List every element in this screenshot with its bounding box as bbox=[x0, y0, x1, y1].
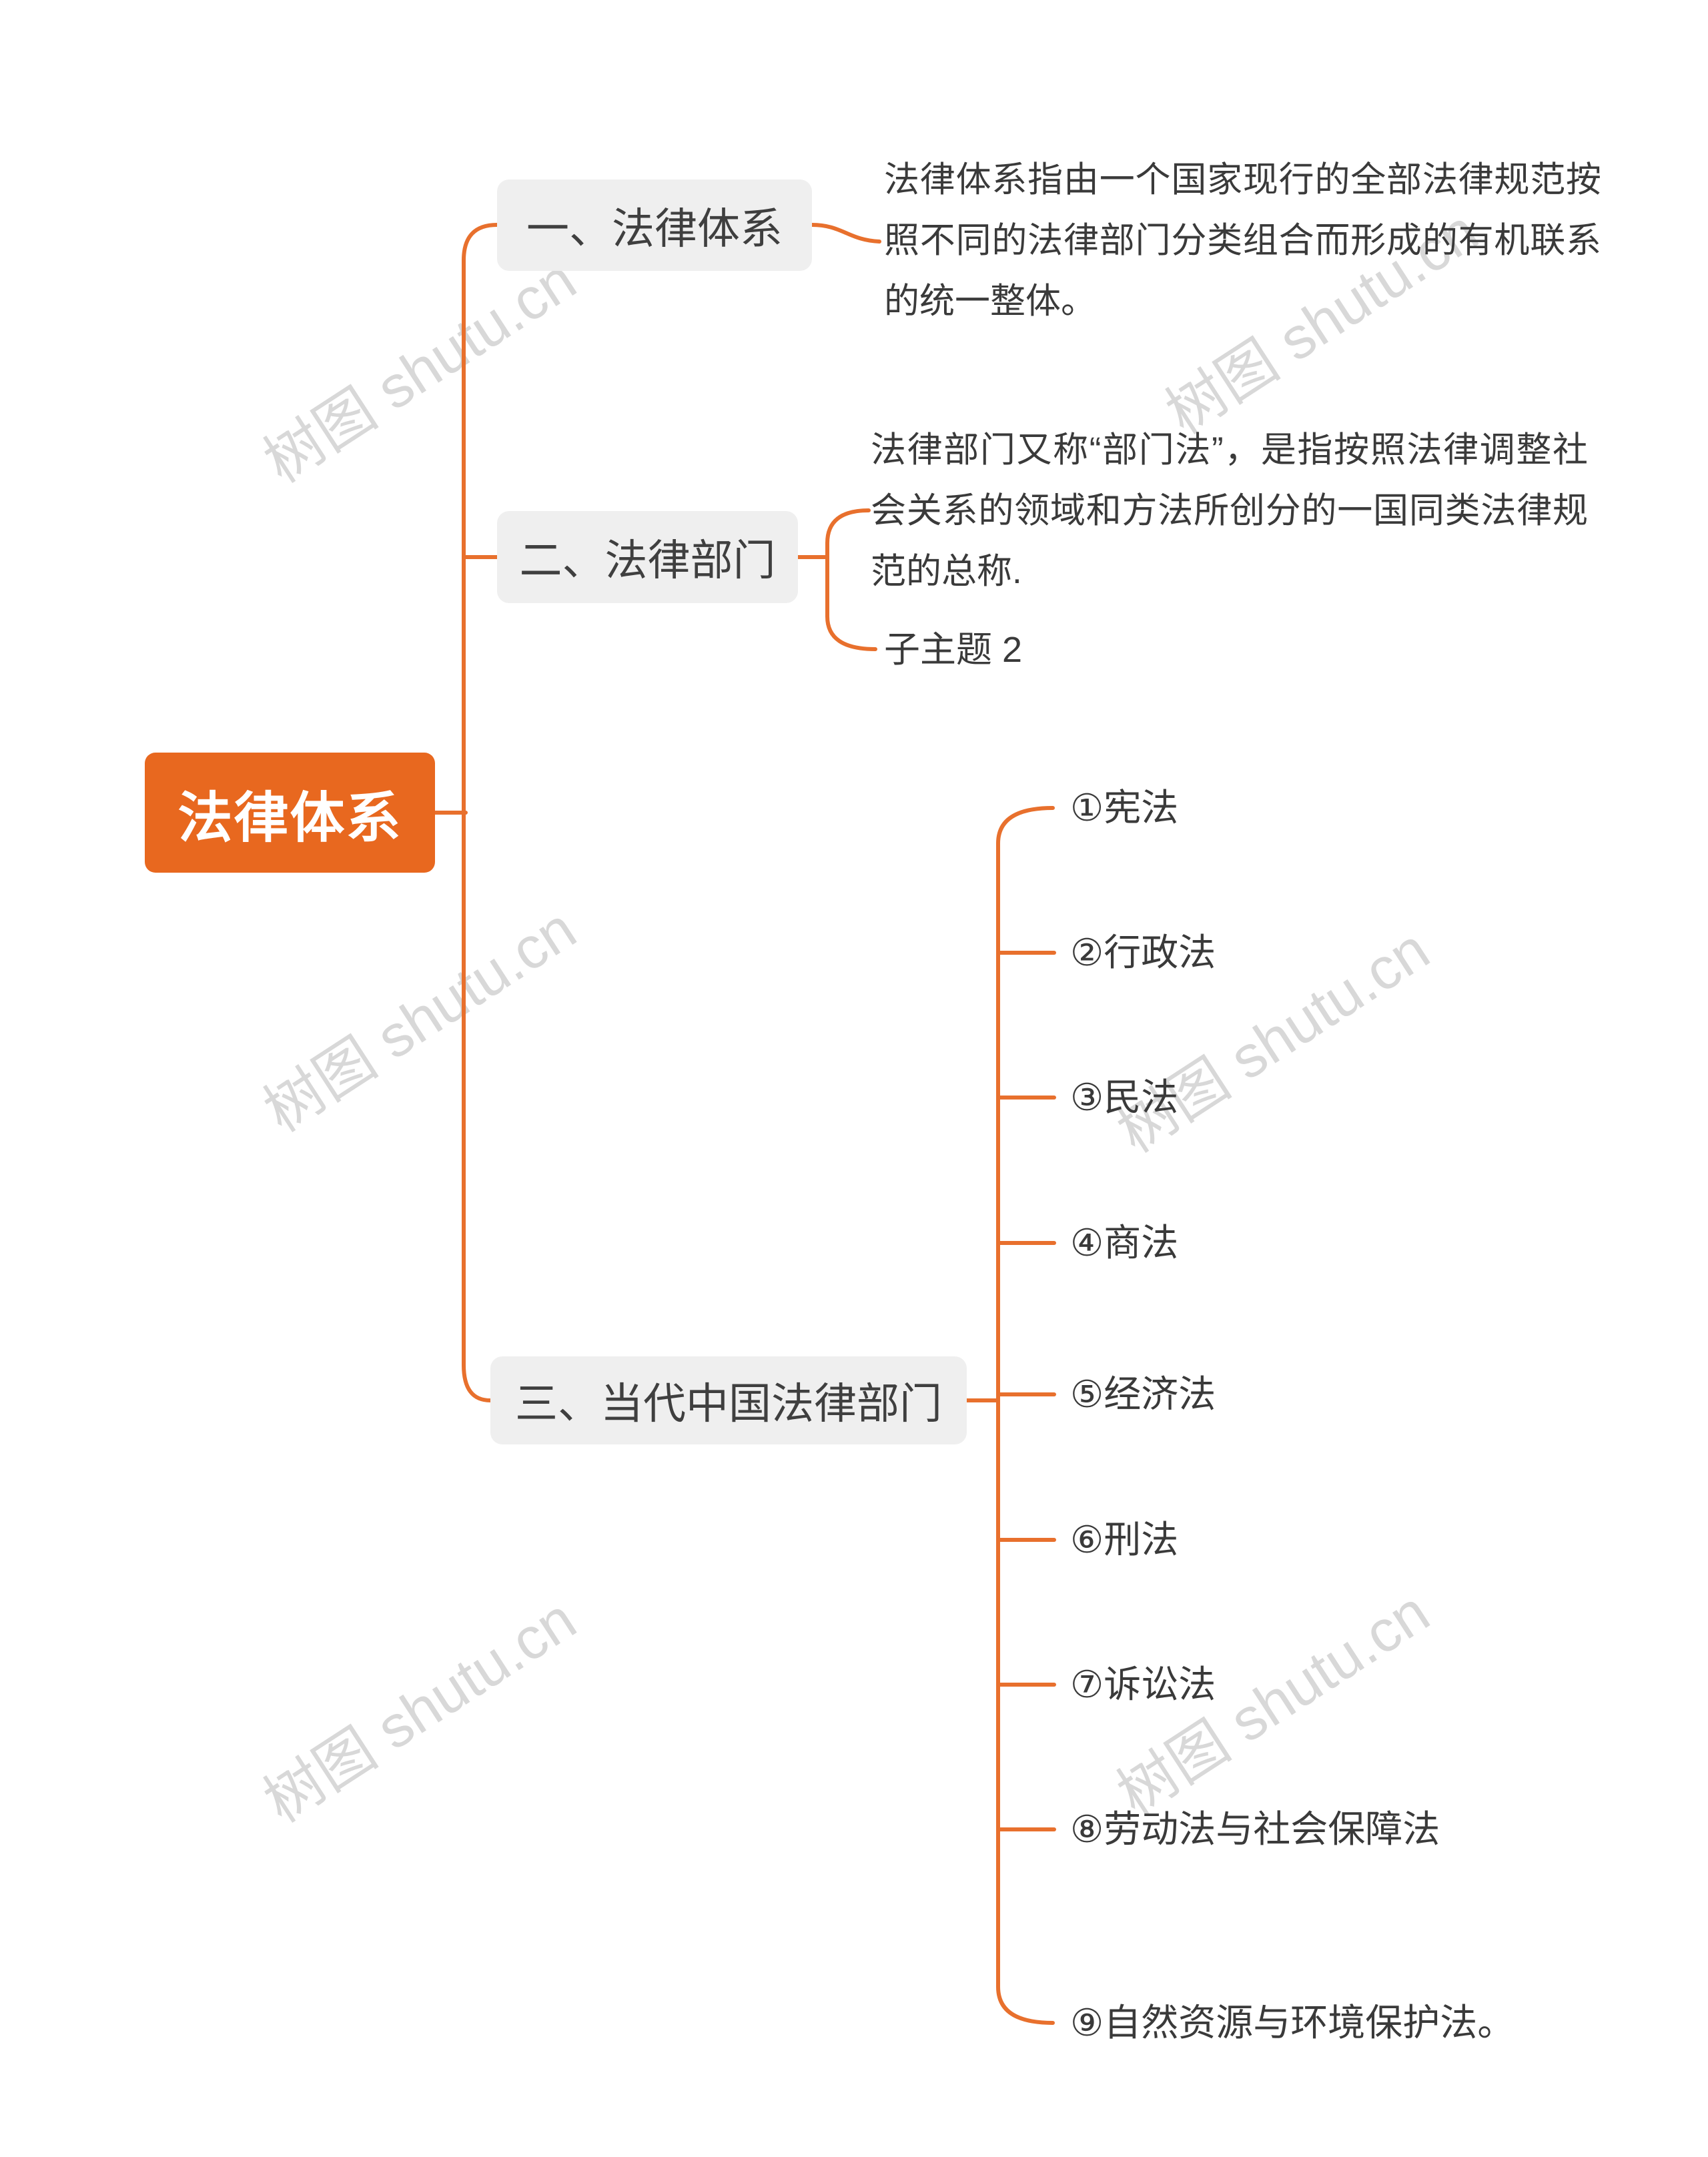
branch3-child-6-criminal-law[interactable]: ⑥刑法 bbox=[1070, 1519, 1179, 1561]
connector-main-trunk bbox=[462, 223, 499, 1402]
branch3-child-8-labor-law[interactable]: ⑧劳动法与社会保障法 bbox=[1070, 1808, 1440, 1850]
branch3-child-2-administrative-law[interactable]: ②行政法 bbox=[1070, 931, 1216, 973]
branch3-child-9-environment-law[interactable]: ⑨自然资源与环境保护法。 bbox=[1070, 2002, 1515, 2044]
branch2-subtopic-2[interactable]: 子主题 2 bbox=[884, 630, 1023, 670]
connector-branch1-child bbox=[810, 223, 881, 244]
branch-topic-1[interactable]: 一、法律体系 bbox=[497, 179, 812, 271]
branch2-description[interactable]: 法律部门又称“部门法”，是指按照法律调整社会关系的领域和方法所创分的一国同类法律… bbox=[871, 430, 1588, 591]
branch3-child-4-commercial-law[interactable]: ④商法 bbox=[1070, 1222, 1179, 1264]
connector-branch2-children bbox=[825, 508, 877, 651]
connector-branch3-trunk bbox=[996, 806, 1055, 2025]
branch3-child-1-constitution[interactable]: ①宪法 bbox=[1070, 787, 1179, 829]
branch3-child-5-economic-law[interactable]: ⑤经济法 bbox=[1070, 1373, 1216, 1415]
branch-topic-2[interactable]: 二、法律部门 bbox=[497, 511, 798, 603]
root-topic[interactable]: 法律体系 bbox=[145, 753, 435, 873]
branch-topic-3[interactable]: 三、当代中国法律部门 bbox=[490, 1356, 967, 1444]
branch3-child-7-procedural-law[interactable]: ⑦诉讼法 bbox=[1070, 1663, 1216, 1705]
branch1-description[interactable]: 法律体系指由一个国家现行的全部法律规范按照不同的法律部门分类组合而形成的有机联系… bbox=[884, 160, 1601, 321]
branch3-child-3-civil-law[interactable]: ③民法 bbox=[1070, 1076, 1179, 1118]
